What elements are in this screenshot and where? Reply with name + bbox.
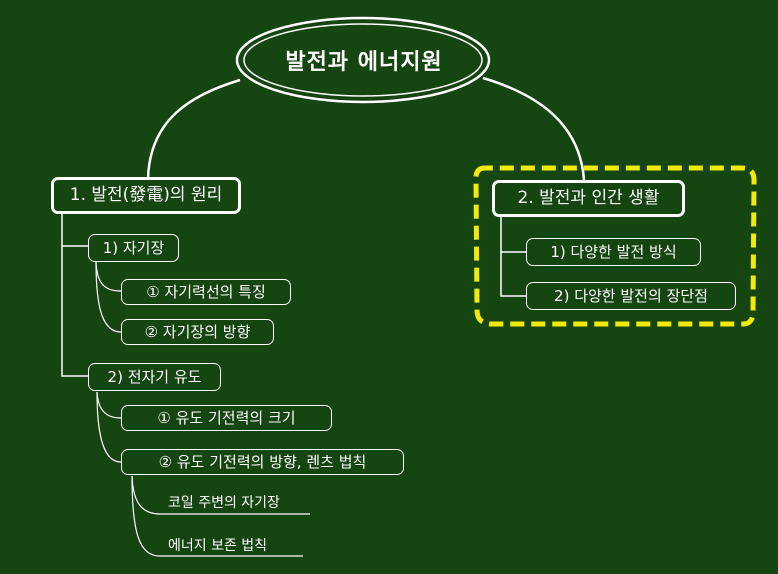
detail-energy-conservation[interactable]: 에너지 보존 법칙	[168, 538, 268, 554]
connector-sub2-item1	[96, 391, 122, 419]
connector-sub1-item1	[95, 261, 122, 292]
branch2-item1-node[interactable]: 1) 다양한 발전 방식	[526, 238, 701, 266]
connector-title-branch2	[482, 76, 586, 181]
highlight-outline	[473, 165, 757, 327]
sub1-node[interactable]: 1) 자기장	[88, 234, 179, 262]
detail-coil-field[interactable]: 코일 주변의 자기장	[168, 495, 280, 511]
title-ellipse-inner	[243, 23, 483, 97]
branch2-node[interactable]: 2. 발전과 인간 생활	[492, 180, 685, 217]
connector-sub1-item2	[95, 261, 122, 333]
connector-detail2	[131, 475, 303, 557]
connector-branch2-item1	[500, 216, 526, 253]
sub2-item2-node[interactable]: ② 유도 기전력의 방향, 렌츠 법칙	[121, 449, 404, 475]
sub2-item1-node[interactable]: ① 유도 기전력의 크기	[121, 405, 332, 431]
connector-title-branch1	[146, 78, 241, 179]
sub1-item2-node[interactable]: ② 자기장의 방향	[121, 319, 274, 345]
branch1-node[interactable]: 1. 발전(發電)의 원리	[51, 177, 241, 214]
connector-sub2-item2	[96, 391, 122, 463]
title-ellipse-outer	[235, 16, 491, 104]
connector-branch1-sub2	[61, 246, 88, 377]
connector-branch1-sub1	[61, 214, 88, 247]
map-title: 발전과 에너지원	[285, 50, 443, 75]
sub2-node[interactable]: 2) 전자기 유도	[88, 363, 221, 391]
connector-branch2-item2	[500, 252, 526, 297]
sub1-item1-node[interactable]: ① 자기력선의 특징	[121, 279, 291, 305]
branch2-item2-node[interactable]: 2) 다양한 발전의 장단점	[526, 282, 736, 310]
